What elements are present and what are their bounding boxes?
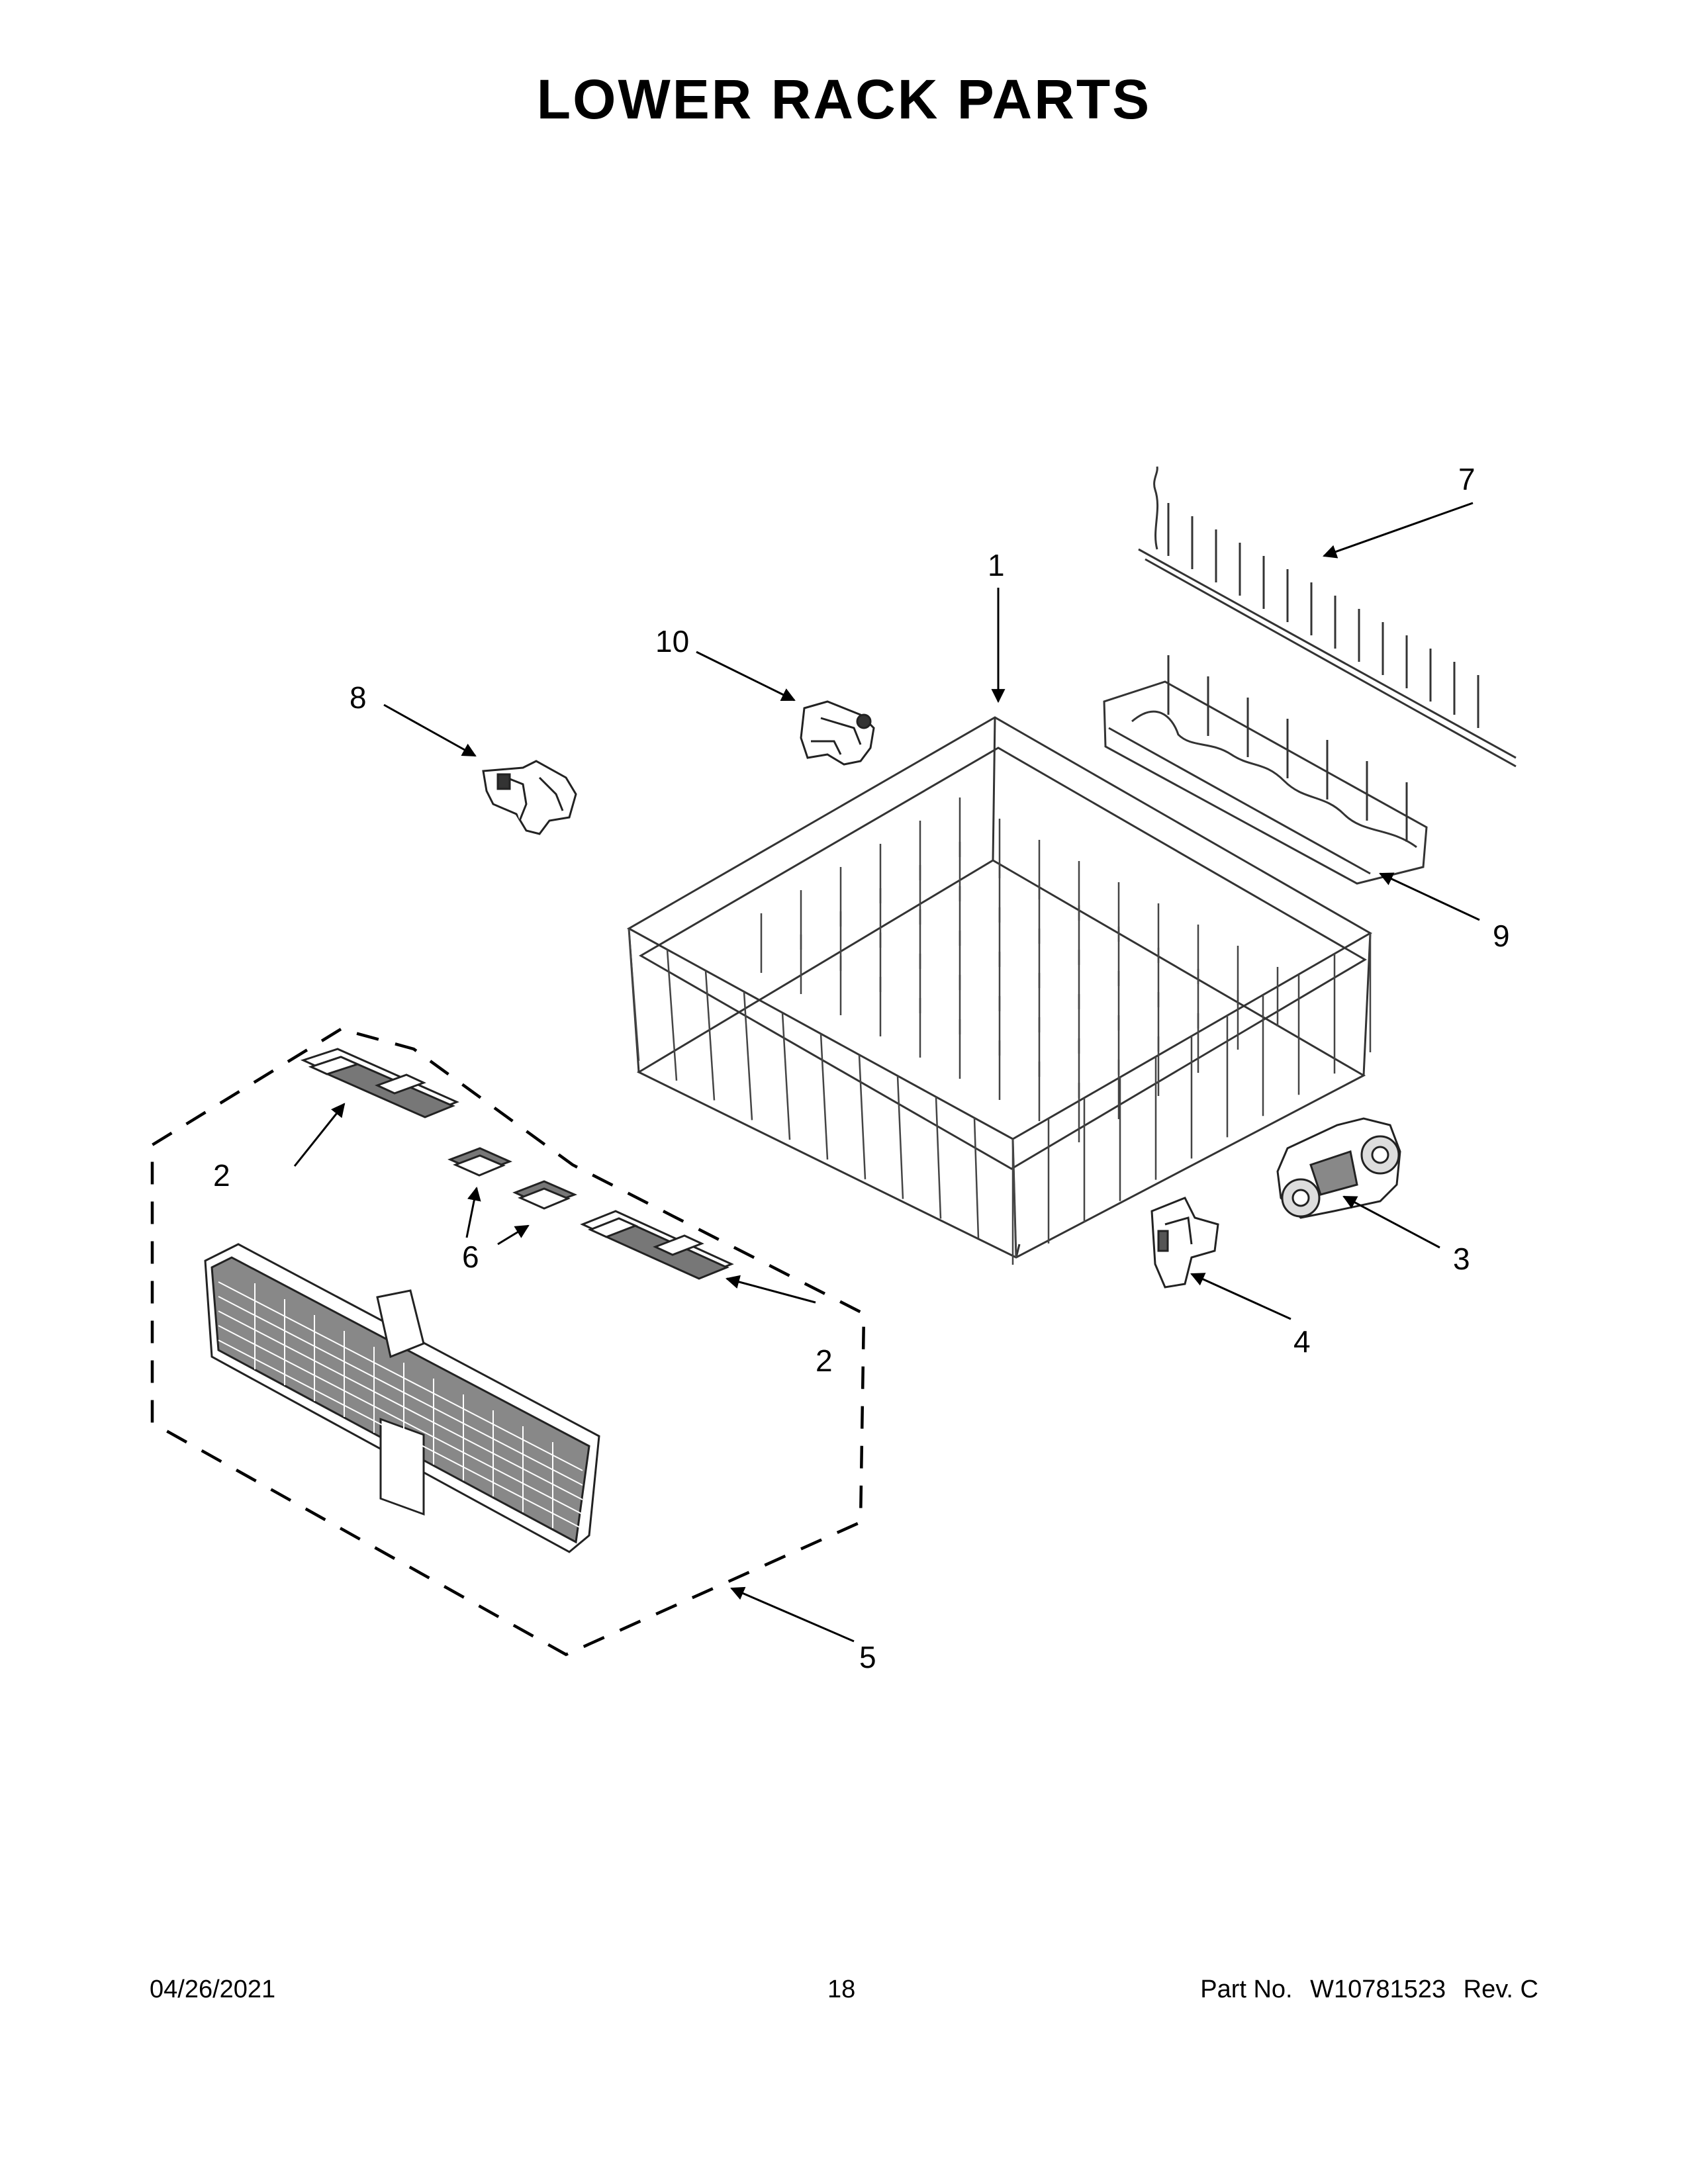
part-number: W10781523 [1310,1976,1446,2003]
basket-lid-lower [580,1210,734,1280]
small-lid-left [447,1147,512,1177]
rack-side-wire [628,928,640,1062]
callout-5: 5 [859,1640,876,1674]
rack-clip-left [482,760,577,835]
footer-part-number: Part No. W10781523 Rev. C [1200,1976,1538,2004]
wheel-assembly [1276,1117,1401,1219]
wire-tine-insert [1138,466,1517,768]
leader-arrows [293,502,1480,1643]
callout-8: 8 [350,680,367,715]
callout-10: 10 [655,624,689,659]
rack-side-wire [666,949,678,1081]
revision: Rev. C [1463,1976,1538,2003]
small-lid-right [512,1180,578,1210]
wire-tines [1167,503,1479,728]
rack-side-wire [935,1097,942,1219]
rack-side-wire [820,1033,829,1160]
support-tines [1167,655,1408,842]
rack-side-wire [973,1118,980,1239]
basket-slat [218,1325,583,1515]
basket-slat [218,1340,583,1529]
rack-wires [628,797,1372,1265]
callout-4: 4 [1293,1324,1311,1359]
part-label: Part No. [1200,1976,1293,2003]
callout-1: 1 [988,548,1005,582]
rack-stop-clip [1150,1197,1219,1289]
footer-page-number: 18 [827,1976,856,2003]
basket-lid-upper [300,1048,459,1118]
footer-date: 04/26/2021 [150,1976,276,2003]
basket-slat [218,1281,583,1471]
callout-9: 9 [1493,919,1510,953]
callout-2-lower: 2 [816,1343,833,1378]
callout-3: 3 [1453,1242,1470,1276]
rack-side-wire [743,991,753,1120]
basket-slat [218,1296,583,1486]
basket-grid [218,1281,583,1529]
page-title: LOWER RACK PARTS [536,68,1152,130]
rack-side-wire [704,970,716,1101]
rack-clip-top [800,700,875,766]
silverware-group-boundary [150,1027,866,1657]
rack-side-wire [1011,1138,1017,1259]
wire-support-insert [1103,680,1428,885]
callout-7: 7 [1458,462,1476,496]
silverware-basket [204,1243,600,1553]
rack-side-wire [896,1075,904,1199]
rack-side-wire [781,1013,791,1140]
callout-6: 6 [462,1240,479,1274]
rack-side-wire [858,1054,867,1179]
basket-slat [218,1310,583,1500]
callout-2-upper: 2 [213,1158,230,1193]
